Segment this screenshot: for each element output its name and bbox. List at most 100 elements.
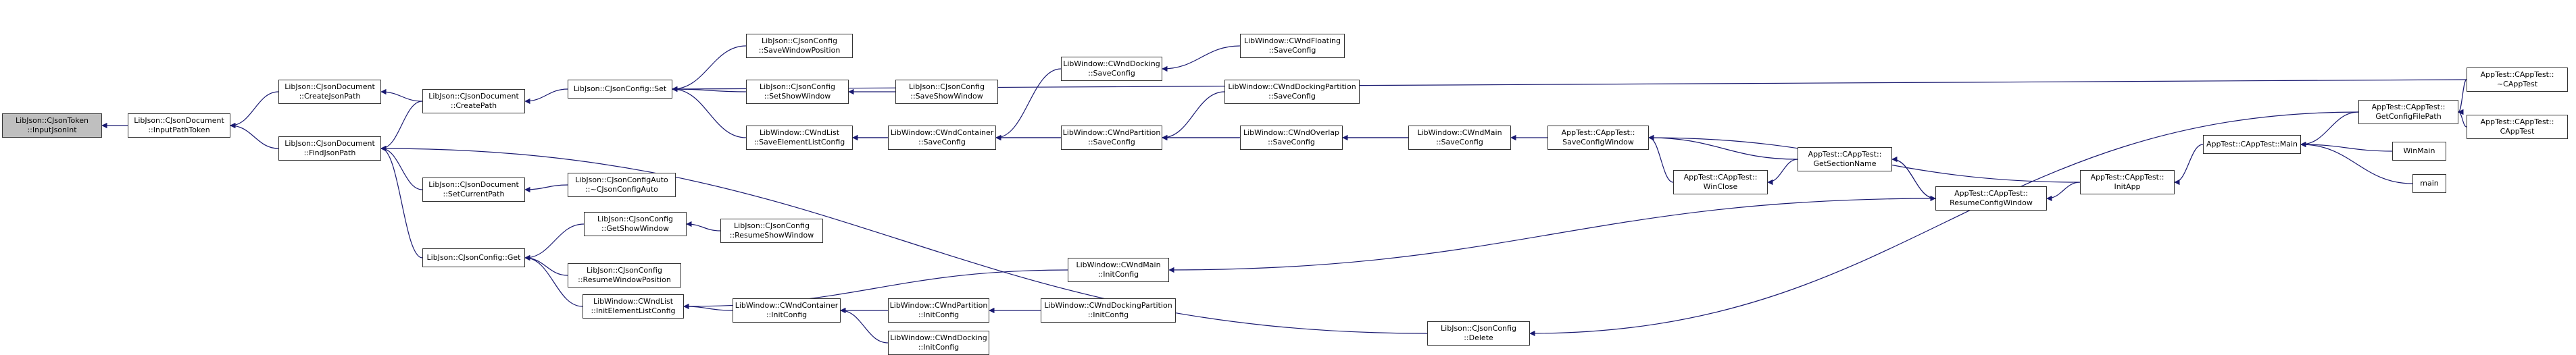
- graph-node-findjsonpath[interactable]: LibJson::CJsonDocument::FindJsonPath: [278, 136, 381, 161]
- graph-node-label-line: ::GetShowWindow: [601, 224, 670, 233]
- graph-node-partition_initconfig[interactable]: LibWindow::CWndPartition::InitConfig: [888, 298, 989, 323]
- graph-node-label-line: LibJson::CJsonDocument: [284, 139, 375, 148]
- graph-node-initelementlistconfig[interactable]: LibWindow::CWndList::InitElementListConf…: [583, 294, 684, 319]
- call-edge-winmain-to-apptestmain: [2300, 141, 2393, 152]
- graph-node-label-line: LibJson::CJsonDocument: [134, 116, 224, 125]
- graph-node-resumeshowwindow[interactable]: LibJson::CJsonConfig::ResumeShowWindow: [720, 219, 823, 243]
- graph-node-label-line: AppTest::CAppTest::: [2371, 103, 2446, 111]
- graph-node-main[interactable]: main: [2412, 174, 2446, 193]
- call-edge-getshowwindow-to-jsonconfigget: [524, 223, 585, 261]
- graph-node-label-line: LibWindow::CWndMain: [1417, 128, 1502, 137]
- graph-node-inputpathtoken[interactable]: LibJson::CJsonDocument::InputPathToken: [128, 113, 230, 138]
- graph-node-label-line: LibWindow::CWndDocking: [1063, 59, 1160, 68]
- graph-node-label-line: LibWindow::CWndOverlap: [1243, 128, 1340, 137]
- graph-node-winclose[interactable]: AppTest::CAppTest::WinClose: [1673, 170, 1768, 194]
- graph-node-constructor[interactable]: AppTest::CAppTest::CAppTest: [2467, 115, 2568, 139]
- graph-node-destructor[interactable]: AppTest::CAppTest::~CAppTest: [2467, 67, 2568, 92]
- graph-node-docking_saveconfig[interactable]: LibWindow::CWndDocking::SaveConfig: [1061, 57, 1162, 81]
- graph-node-label-line: ::FindJsonPath: [303, 148, 356, 157]
- graph-node-label-line: LibJson::CJsonConfig: [762, 36, 837, 45]
- graph-node-label-line: InitApp: [2114, 182, 2141, 191]
- graph-node-saveelementlistconfig[interactable]: LibWindow::CWndList::SaveElementListConf…: [746, 126, 853, 150]
- graph-node-label-line: ::SaveWindowPosition: [758, 46, 841, 55]
- graph-node-label-line: LibWindow::CWndMain: [1076, 261, 1161, 269]
- call-edge-createjsonpath-to-inputpathtoken: [230, 91, 279, 129]
- graph-node-label-line: ::SaveConfig: [1436, 138, 1483, 146]
- graph-node-getsectionname[interactable]: AppTest::CAppTest::GetSectionName: [1798, 147, 1892, 171]
- graph-node-label-line: LibJson::CJsonConfig: [587, 266, 662, 275]
- call-edge-apptestmain-to-initapp: [2174, 144, 2204, 186]
- graph-node-createpath[interactable]: LibJson::CJsonDocument::CreatePath: [422, 89, 525, 113]
- graph-node-label-line: LibWindow::CWndPartition: [1062, 128, 1161, 137]
- graph-node-createjsonpath[interactable]: LibJson::CJsonDocument::CreateJsonPath: [278, 80, 381, 104]
- graph-node-main_initconfig[interactable]: LibWindow::CWndMain::InitConfig: [1068, 258, 1169, 282]
- graph-node-saveconfigwindow[interactable]: AppTest::CAppTest::SaveConfigWindow: [1547, 126, 1649, 150]
- call-edge-main-to-apptestmain: [2300, 141, 2413, 184]
- call-edge-getconfigfilepath-to-jsonconfigdelete: [1529, 111, 2359, 337]
- graph-node-label-line: ::SetShowWindow: [764, 92, 831, 101]
- graph-node-resumeconfigwindow[interactable]: AppTest::CAppTest::ResumeConfigWindow: [1935, 186, 2047, 211]
- graph-node-container_initconfig[interactable]: LibWindow::CWndContainer::InitConfig: [733, 298, 841, 323]
- call-edge-winclose-to-saveconfigwindow: [1648, 134, 1674, 183]
- graph-node-floating_saveconfig[interactable]: LibWindow::CWndFloating::SaveConfig: [1240, 34, 1345, 58]
- graph-node-getshowwindow[interactable]: LibJson::CJsonConfig::GetShowWindow: [584, 212, 687, 236]
- graph-node-setshowwindow[interactable]: LibJson::CJsonConfig::SetShowWindow: [746, 80, 849, 104]
- graph-node-savewindowposition[interactable]: LibJson::CJsonConfig::SaveWindowPosition: [746, 34, 853, 58]
- graph-node-label-line: LibJson::CJsonConfig: [760, 82, 835, 91]
- graph-node-label-line: ::ResumeShowWindow: [729, 231, 814, 240]
- graph-node-dockingpartition_saveconfig[interactable]: LibWindow::CWndDockingPartition::SaveCon…: [1224, 80, 1360, 104]
- call-edge-jsonconfigset-to-createpath: [524, 88, 568, 105]
- graph-node-jsonconfigdelete[interactable]: LibJson::CJsonConfig::Delete: [1427, 321, 1530, 346]
- call-edge-constructor-to-getconfigfilepath: [2458, 109, 2467, 128]
- graph-node-jsonconfigget[interactable]: LibJson::CJsonConfig::Get: [422, 248, 525, 267]
- graph-node-partition_saveconfig[interactable]: LibWindow::CWndPartition::SaveConfig: [1061, 126, 1162, 150]
- call-edge-getsectionname-to-saveconfigwindow: [1648, 134, 1798, 160]
- graph-node-label-line: ::InitConfig: [766, 310, 808, 319]
- graph-node-label-line: ::SaveElementListConfig: [753, 138, 845, 146]
- graph-node-label-line: LibWindow::CWndList: [593, 297, 674, 306]
- graph-node-label-line: ::SaveConfig: [1268, 138, 1315, 146]
- call-edge-docking_saveconfig-to-container_saveconfig: [995, 68, 1062, 141]
- graph-node-label-line: LibWindow::CWndContainer: [735, 301, 839, 310]
- graph-node-label-line: AppTest::CAppTest::: [1808, 150, 1882, 159]
- graph-node-label-line: LibJson::CJsonDocument: [284, 82, 375, 91]
- graph-node-label-line: ::SaveConfig: [1088, 138, 1135, 146]
- graph-node-label-line: GetSectionName: [1813, 159, 1877, 168]
- graph-node-overlap_saveconfig[interactable]: LibWindow::CWndOverlap::SaveConfig: [1240, 126, 1343, 150]
- graph-node-setcurrentpath[interactable]: LibJson::CJsonDocument::SetCurrentPath: [422, 178, 525, 202]
- graph-node-getconfigfilepath[interactable]: AppTest::CAppTest::GetConfigFilePath: [2358, 100, 2458, 124]
- graph-node-label-line: ::InitConfig: [918, 310, 960, 319]
- graph-node-docking_initconfig[interactable]: LibWindow::CWndDocking::InitConfig: [888, 331, 989, 355]
- call-edge-initelementlistconfig-to-jsonconfigget: [524, 254, 583, 307]
- graph-node-jsonconfigauto[interactable]: LibJson::CJsonConfigAuto::~CJsonConfigAu…: [568, 173, 676, 197]
- call-edge-container_initconfig-to-initelementlistconfig: [683, 303, 733, 311]
- call-edge-jsonconfigauto-to-setcurrentpath: [524, 184, 568, 193]
- graph-node-label-line: LibJson::CJsonDocument: [428, 180, 519, 189]
- graph-node-label-line: AppTest::CAppTest::: [1683, 173, 1758, 182]
- graph-node-label-line: ::Delete: [1464, 333, 1493, 342]
- graph-node-dockingpartition_initconfig[interactable]: LibWindow::CWndDockingPartition::InitCon…: [1041, 298, 1176, 323]
- graph-node-label-line: LibWindow::CWndList: [759, 128, 840, 137]
- graph-node-saveshowwindow[interactable]: LibJson::CJsonConfig::SaveShowWindow: [895, 80, 998, 104]
- graph-node-container_saveconfig[interactable]: LibWindow::CWndContainer::SaveConfig: [888, 126, 996, 150]
- graph-node-label-line: LibJson::CJsonConfig::Get: [426, 253, 521, 262]
- call-edge-dockingpartition_saveconfig-to-partition_saveconfig: [1162, 91, 1225, 141]
- graph-node-label-line: LibWindow::CWndFloating: [1243, 36, 1341, 45]
- graph-node-label-line: ::InputPathToken: [148, 126, 210, 134]
- graph-node-main_saveconfig[interactable]: LibWindow::CWndMain::SaveConfig: [1408, 126, 1511, 150]
- graph-node-initapp[interactable]: AppTest::CAppTest::InitApp: [2080, 170, 2175, 194]
- graph-node-jsonconfigset[interactable]: LibJson::CJsonConfig::Set: [568, 80, 672, 99]
- graph-node-label-line: ::InitElementListConfig: [591, 306, 676, 315]
- call-edge-createpath-to-createjsonpath: [380, 88, 423, 102]
- graph-node-inputjsonint: LibJson::CJsonToken::InputJsonInt: [2, 113, 102, 138]
- graph-node-apptestmain[interactable]: AppTest::CAppTest::Main: [2203, 135, 2301, 154]
- graph-node-resumewindowposition[interactable]: LibJson::CJsonConfig::ResumeWindowPositi…: [568, 263, 681, 288]
- graph-node-label-line: LibJson::CJsonConfig: [909, 82, 985, 91]
- call-edge-initapp-to-resumeconfigwindow: [2046, 182, 2081, 202]
- graph-node-label-line: ::~CJsonConfigAuto: [585, 185, 658, 194]
- call-edge-resumewindowposition-to-jsonconfigget: [524, 254, 568, 276]
- graph-node-label-line: AppTest::CAppTest::: [1954, 189, 2028, 198]
- call-edge-resumeconfigwindow-to-main_initconfig: [1168, 198, 1936, 273]
- graph-node-winmain[interactable]: WinMain: [2392, 142, 2446, 161]
